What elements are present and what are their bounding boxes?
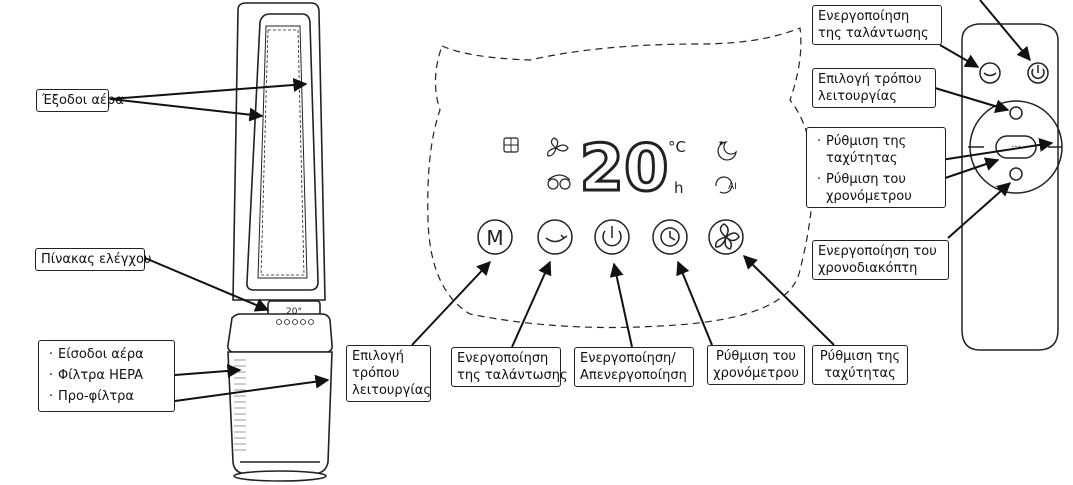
label-panel-speed: Ρύθμιση της ταχύτητας	[812, 345, 908, 385]
speed-button[interactable]	[708, 219, 744, 255]
inlet-item: Φίλτρα HEPA	[44, 367, 169, 384]
fan-icon	[714, 223, 740, 250]
inlet-item: Είσοδοι αέρα	[44, 346, 169, 363]
mode-button[interactable]	[477, 219, 513, 255]
sleep-icon: ★	[717, 139, 737, 161]
inlet-item: Προ-φίλτρα	[44, 388, 169, 405]
svg-text:★: ★	[718, 139, 724, 147]
remote-timer-button[interactable]	[1009, 167, 1023, 181]
display-unit-hour: h	[674, 179, 684, 197]
oscillation-icon	[545, 234, 568, 243]
label-panel-power: Ενεργοποίηση/ Απενεργοποίηση	[574, 347, 694, 387]
panel-outline	[427, 27, 814, 329]
fan-small-icon	[547, 137, 569, 157]
child-lock-icon	[547, 174, 571, 190]
remote-center-button[interactable]	[995, 135, 1037, 159]
label-air-outlets: Έξοδοι αέρα	[36, 89, 124, 112]
label-panel-timer: Ρύθμιση του χρονόμετρου	[707, 345, 805, 385]
label-panel-oscillation: Ενεργοποίηση της ταλάντωσης	[451, 347, 568, 387]
remote-oscillation-button[interactable]	[979, 62, 1001, 84]
mini-display-text: 20°	[286, 307, 302, 317]
display-digits: 20	[579, 132, 668, 206]
remote-power-button[interactable]	[1027, 62, 1049, 84]
label-remote-oscillation: Ενεργοποίηση της ταλάντωσης	[812, 5, 942, 45]
callout-arrows	[109, 0, 1054, 402]
label-panel-mode: Επιλογή τρόπου λειτουργίας	[346, 345, 431, 402]
label-remote-speed-timer: Ρύθμιση της ταχύτητας Ρύθμιση του χρονόμ…	[806, 127, 946, 208]
mini-buttons	[276, 319, 314, 325]
remote-control	[961, 23, 1063, 351]
display-unit-temp: °C	[668, 138, 686, 156]
ai-mode-icon	[715, 176, 733, 194]
power-icon	[602, 226, 622, 247]
mode-button-glyph: M	[486, 226, 503, 250]
label-control-panel: Πίνακας ελέγχου	[35, 248, 151, 271]
display-icons: ★	[503, 137, 737, 194]
ai-icon-text: AI	[728, 182, 737, 192]
label-remote-mode: Επιλογή τρόπου λειτουργίας	[812, 68, 936, 108]
oscillation-button[interactable]	[537, 219, 573, 255]
label-inlet-filters: Είσοδοι αέρα Φίλτρα HEPA Προ-φίλτρα	[38, 340, 175, 412]
clock-icon	[660, 227, 680, 247]
timer-button[interactable]	[652, 219, 688, 255]
remote-mode-button[interactable]	[1009, 106, 1023, 120]
tower-fan	[227, 2, 333, 482]
power-button[interactable]	[594, 219, 630, 255]
label-remote-timer-switch: Ενεργοποίηση του χρονοδιακόπτη	[812, 240, 949, 280]
